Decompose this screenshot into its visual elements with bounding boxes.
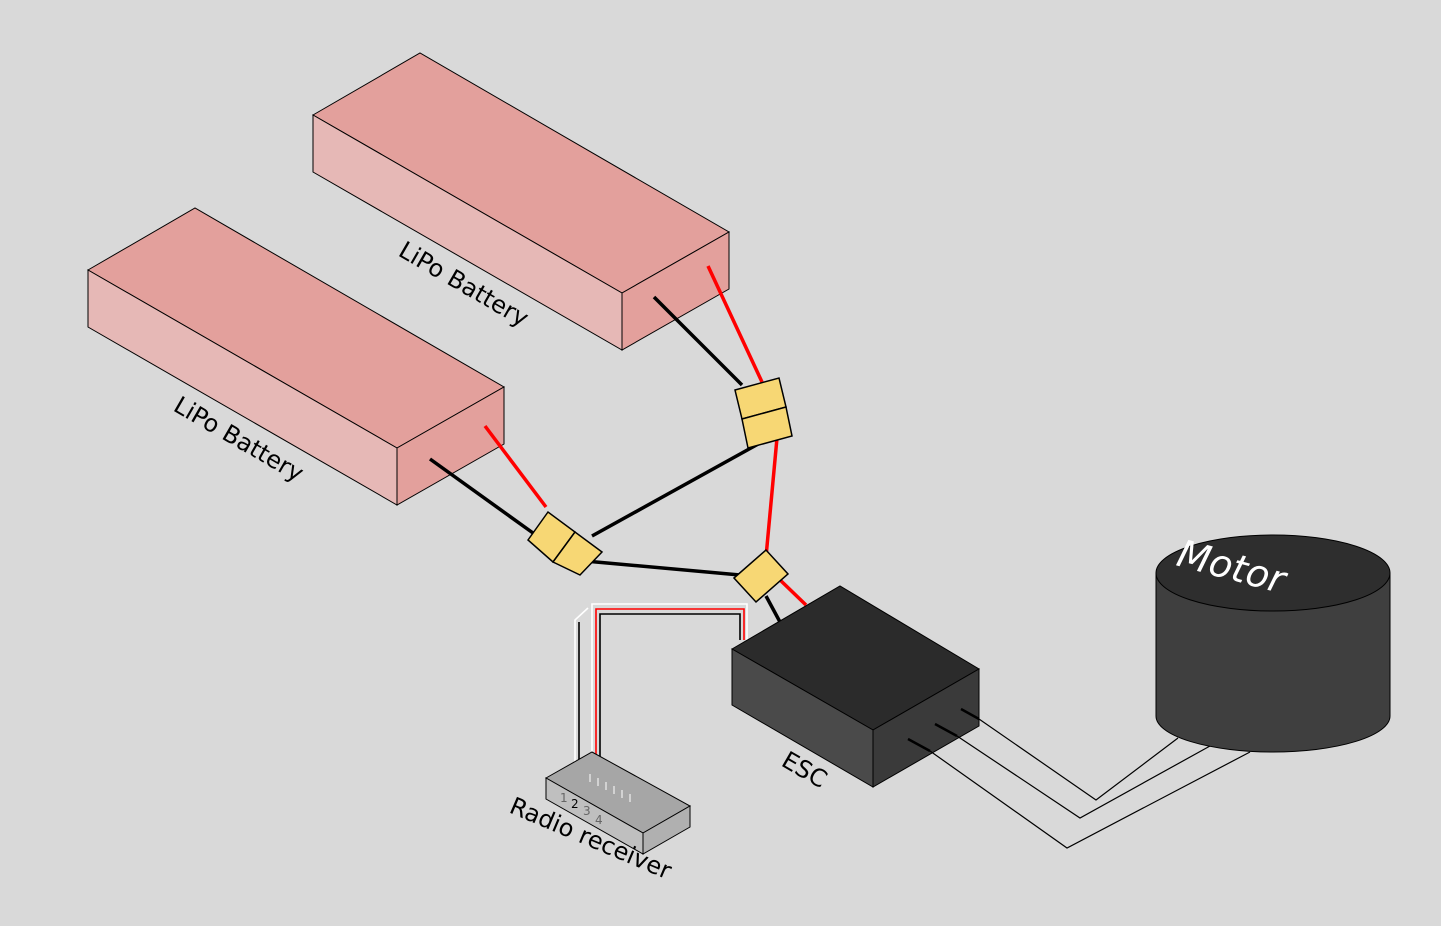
channel-2-label: 2: [571, 797, 579, 811]
motor-top: [1155, 534, 1391, 612]
signal-wire-black: [599, 613, 741, 782]
phase-wire-2: [956, 735, 1211, 819]
battery-1-end-face: [621, 231, 730, 351]
signal-wire-outline-left: [574, 607, 589, 782]
esc-unit: ESC: [731, 585, 980, 794]
esc-output-stub-1: [907, 737, 931, 753]
signal-wire-red: [595, 608, 745, 782]
receiver-signal-cable: [574, 603, 748, 782]
power-wires: [428, 265, 808, 623]
series-link-wire: [591, 441, 761, 538]
connector-esc: [732, 548, 790, 604]
receiver-pins: [589, 774, 631, 802]
motor-phase-wires: [925, 718, 1251, 852]
connectors: [526, 377, 793, 604]
channel-3-label: 3: [583, 804, 591, 818]
esc-output-stub-3: [960, 707, 980, 721]
phase-wire-1: [929, 750, 1251, 849]
phase-wire-1b: [925, 755, 1246, 852]
radio-receiver: 1 2 3 4 Radio receiver: [506, 751, 692, 885]
phase-wire-3: [978, 718, 1179, 801]
receiver-side-face: [642, 805, 691, 855]
battery-2-positive-wire: [483, 424, 548, 509]
motor-unit: Motor: [1155, 531, 1391, 753]
negative-to-esc-wire: [584, 559, 741, 577]
battery-2-negative-wire: [428, 457, 535, 535]
signal-wire-white: [591, 603, 748, 782]
esc-output-stub-2: [934, 722, 958, 738]
lipo-battery-2: LiPo Battery: [87, 207, 506, 506]
connector-top-lower: [741, 406, 793, 449]
battery-2-end-face: [396, 386, 505, 506]
lipo-battery-1: LiPo Battery: [312, 52, 731, 351]
esc-negative-lead: [764, 595, 782, 623]
connector-mid-right: [551, 530, 604, 576]
positive-to-esc-wire: [764, 437, 779, 558]
motor-body: [1155, 572, 1391, 753]
battery-1-negative-wire: [652, 295, 744, 387]
esc-side-face: [872, 668, 980, 788]
channel-4-label: 4: [595, 813, 603, 827]
channel-1-label: 1: [560, 791, 568, 805]
battery-1-positive-wire: [706, 265, 764, 383]
esc-positive-lead: [776, 576, 808, 607]
